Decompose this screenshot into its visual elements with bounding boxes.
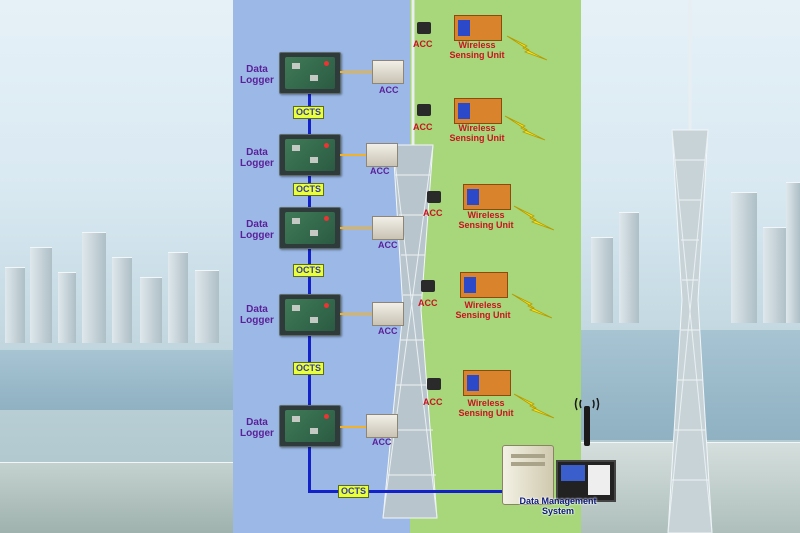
monitor-icon [556,460,616,502]
accelerometer-icon [427,191,441,203]
accelerometer-icon [427,378,441,390]
accelerometer-icon [417,22,431,34]
wireless-system-panel [410,0,581,533]
acc-cable [340,154,366,156]
wireless-sensing-unit-icon [454,15,502,41]
accelerometer-icon [372,216,404,240]
acc-label: ACC [413,39,433,49]
octs-tag: OCTS [293,264,325,277]
fiber-to-dms [308,490,513,493]
acc-cable [340,426,366,428]
wireless-sensing-unit-icon [463,370,511,396]
wireless-sensing-unit-icon [454,98,502,124]
accelerometer-icon [366,414,398,438]
antenna-icon [574,398,600,446]
accelerometer-icon [372,302,404,326]
acc-label: ACC [418,298,438,308]
fiber-backbone [308,85,311,492]
data-logger-icon [279,52,341,94]
data-logger-icon [279,405,341,447]
octs-tag: OCTS [293,106,325,119]
acc-cable [340,227,372,229]
acc-label: ACC [370,166,390,176]
accelerometer-icon [372,60,404,84]
acc-label: ACC [423,397,443,407]
wireless-sensing-unit-icon [460,272,508,298]
accelerometer-icon [366,143,398,167]
acc-label: ACC [372,437,392,447]
lightning-icon [504,115,546,141]
acc-label: ACC [379,85,399,95]
lightning-icon [506,35,548,61]
server-icon [502,445,554,505]
acc-label: ACC [378,240,398,250]
accelerometer-icon [417,104,431,116]
octs-tag: OCTS [338,485,370,498]
lightning-icon [513,205,555,231]
tv-tower-icon [667,0,713,533]
left-cityscape [0,200,233,533]
data-logger-icon [279,294,341,336]
acc-label: ACC [413,122,433,132]
lightning-icon [511,293,553,319]
acc-cable [340,71,372,73]
accelerometer-icon [421,280,435,292]
acc-cable [340,313,372,315]
data-logger-icon [279,134,341,176]
acc-label: ACC [423,208,443,218]
lightning-icon [513,393,555,419]
octs-tag: OCTS [293,362,325,375]
data-logger-icon [279,207,341,249]
wireless-sensing-unit-icon [463,184,511,210]
octs-tag: OCTS [293,183,325,196]
acc-label: ACC [378,326,398,336]
